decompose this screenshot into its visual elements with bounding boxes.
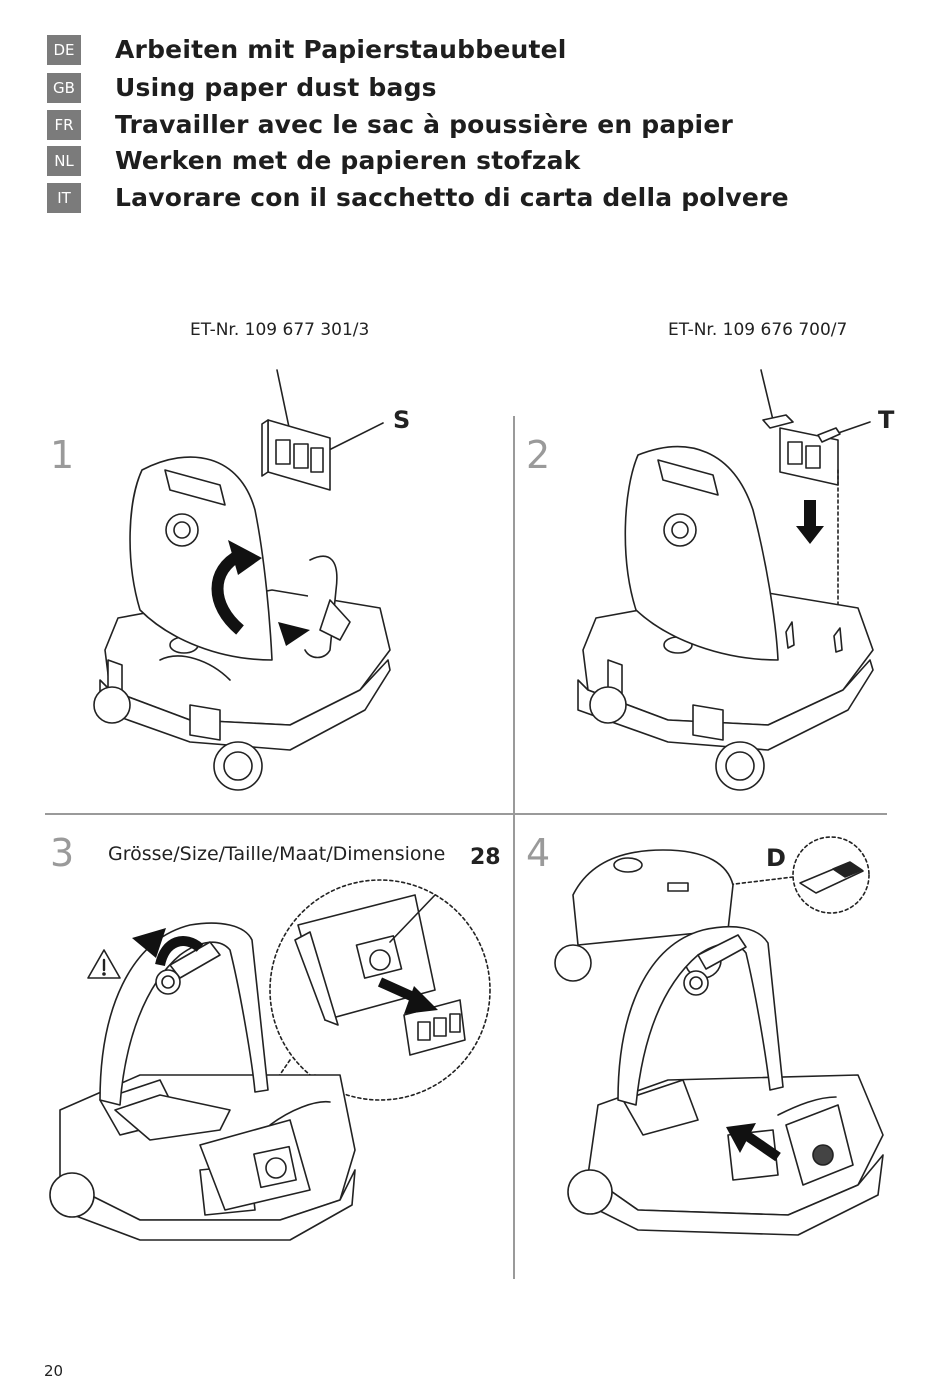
step1-illustration [40,360,510,810]
lang-badge-nl: NL [47,146,81,176]
lang-badge-it: IT [47,183,81,213]
step3-illustration [40,870,510,1270]
step2-illustration [518,360,888,810]
filter-frame-s [262,420,330,490]
grid-divider-horizontal [45,813,887,815]
leader-line [761,370,773,420]
bag-size-value: 28 [470,845,501,870]
lang-badge-fr: FR [47,110,81,140]
grid-divider-vertical [513,416,515,1279]
part-number-left: ET-Nr. 109 677 301/3 [190,320,369,340]
down-arrow-icon [796,500,824,544]
vacuum-body [50,1075,355,1240]
bag-size-label: Grösse/Size/Taille/Maat/Dimensione [108,843,445,865]
step4-illustration [518,835,888,1270]
step-number-3: 3 [50,831,74,875]
title-nl: Werken met de papieren stofzak [115,146,581,176]
page-number: 20 [44,1362,63,1380]
part-number-right: ET-Nr. 109 676 700/7 [668,320,847,340]
lang-badge-de: DE [47,35,81,65]
warning-triangle-icon [88,950,120,978]
vacuum-body [568,1075,883,1235]
title-fr: Travailler avec le sac à poussière en pa… [115,110,733,140]
title-it: Lavorare con il sacchetto di carta della… [115,183,789,213]
lang-badge-gb: GB [47,73,81,103]
title-gb: Using paper dust bags [115,73,437,103]
filter-frame-t [763,415,840,485]
leader-line-s [325,423,383,452]
title-de: Arbeiten mit Papierstaubbeutel [115,35,567,65]
